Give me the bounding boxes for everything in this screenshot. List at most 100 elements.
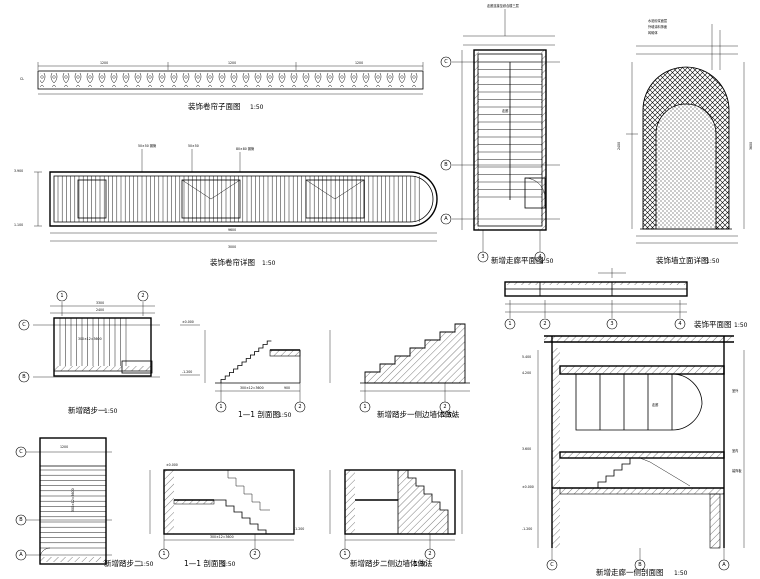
railing-plan-dim-3: 1200 bbox=[355, 61, 363, 65]
railing-dim-2: 3000 bbox=[228, 245, 236, 249]
svg-text:4: 4 bbox=[678, 321, 681, 327]
wall-dim-1: 2400 bbox=[617, 142, 621, 150]
corridor-sec-title: 新增走廊一侧剖面图 bbox=[596, 567, 664, 577]
svg-text:1: 1 bbox=[60, 293, 63, 299]
stair2-sec-level-low: -1.200 bbox=[294, 527, 304, 531]
svg-text:2: 2 bbox=[141, 293, 144, 299]
corridor-axis-3: 3 bbox=[477, 251, 489, 263]
railing-plan-dim-1: 1200 bbox=[100, 61, 108, 65]
svg-text:A: A bbox=[19, 552, 23, 558]
corridor-level-1: 5.400 bbox=[522, 355, 531, 359]
svg-text:3: 3 bbox=[481, 254, 484, 260]
stair1-dim-1: 3300 bbox=[96, 301, 104, 305]
railing-note-2: 50×50 bbox=[188, 144, 199, 148]
svg-text:1: 1 bbox=[162, 551, 165, 557]
svg-text:CL: CL bbox=[20, 77, 24, 81]
stair1-sec-scale: 1:50 bbox=[278, 412, 292, 419]
corridor-room-label: 走廊 bbox=[502, 108, 509, 113]
stair1-wall-axis-2: 2 bbox=[439, 401, 451, 413]
stair1-axis-b: B bbox=[18, 371, 30, 383]
decor-elev-axis-1: 1 bbox=[504, 318, 516, 330]
stair2-axis-c: C bbox=[15, 446, 27, 458]
corridor-top-note: 走廊连接至综合楼三层 bbox=[487, 3, 519, 8]
svg-text:2: 2 bbox=[543, 321, 546, 327]
corridor-level-3: 3.600 bbox=[522, 447, 531, 451]
stair1-plan-scale: 1:50 bbox=[104, 408, 118, 415]
stair1-wall-drawing: 1 2 新增踏步一侧边墙体做法 1:50 bbox=[329, 323, 470, 419]
corridor-level-5: -1.200 bbox=[522, 527, 532, 531]
corridor-sec-label-1: 走廊 bbox=[652, 402, 659, 407]
decor-elev-axis-4: 4 bbox=[674, 318, 686, 330]
corridor-level-2: 4.200 bbox=[522, 371, 531, 375]
arch-wall-drawing: 水泥砂浆面层 外墙涂料饰面 砖砌体 2400 3600 装饰墙立面详图 1:50 bbox=[617, 18, 753, 265]
arch-wall-title: 装饰墙立面详图 bbox=[656, 255, 709, 265]
corridor-plan-drawing: 走廊连接至综合楼三层 走廊 C B A 3 4 新增走廊平面图 1:50 bbox=[440, 3, 560, 265]
svg-text:2: 2 bbox=[428, 551, 431, 557]
stair1-axis-2: 2 bbox=[137, 290, 149, 302]
svg-text:C: C bbox=[550, 562, 554, 568]
stair2-wall-scale: 1:50 bbox=[414, 561, 428, 568]
decor-elev-title: 装饰平面图 bbox=[694, 319, 732, 329]
stair1-wall-title: 新增踏步一侧边墙体做法 bbox=[377, 409, 460, 419]
corridor-plan-title: 新增走廊平面图 bbox=[491, 255, 544, 265]
stair2-wall-drawing: 1 2 新增踏步二侧边墙体做法 1:50 bbox=[329, 469, 463, 568]
svg-text:2: 2 bbox=[298, 404, 301, 410]
svg-text:B: B bbox=[22, 374, 26, 380]
stair1-sec-dim-run: 300×12=3600 bbox=[240, 386, 264, 390]
corridor-axis-b: B bbox=[440, 159, 452, 171]
corridor-sec-label-2: 室外 bbox=[732, 388, 739, 393]
stair1-axis-1: 1 bbox=[56, 290, 68, 302]
svg-text:2: 2 bbox=[443, 404, 446, 410]
stair1-wall-axis-1: 1 bbox=[359, 401, 371, 413]
stair2-sec-title: 1—1 剖面图 bbox=[184, 558, 226, 568]
stair1-dim-2: 2400 bbox=[96, 308, 104, 312]
svg-text:A: A bbox=[722, 562, 726, 568]
svg-text:C: C bbox=[444, 59, 448, 65]
stair1-plan-drawing: 3300 2400 1 2 300×12=3600 C B 新增踏步一 1:50 bbox=[18, 290, 160, 415]
stair1-sec-dim-2: 900 bbox=[284, 386, 290, 390]
stair1-sec-level-low: -1.200 bbox=[182, 370, 192, 374]
svg-text:B: B bbox=[444, 162, 448, 168]
railing-detail-title: 装饰卷帘详图 bbox=[210, 257, 255, 267]
stair2-sec-axis-2: 2 bbox=[249, 548, 261, 560]
svg-text:1: 1 bbox=[363, 404, 366, 410]
decor-elev-scale: 1:50 bbox=[734, 322, 748, 329]
corridor-sec-label-4: 装饰板 bbox=[732, 468, 742, 473]
svg-text:C: C bbox=[22, 322, 26, 328]
corridor-sec-label-3: 室内 bbox=[732, 448, 738, 453]
wall-note-2: 外墙涂料饰面 bbox=[648, 24, 667, 29]
wall-note-1: 水泥砂浆面层 bbox=[648, 18, 667, 23]
stair2-section-drawing: ±0.000 -1.200 300×12=3600 1 2 1—1 剖面图 1:… bbox=[149, 463, 304, 568]
corridor-plan-scale: 1:50 bbox=[540, 258, 554, 265]
railing-dim-total: 9600 bbox=[228, 228, 236, 232]
svg-text:C: C bbox=[19, 449, 23, 455]
corridor-section-drawing: 走廊 室外 室内 装饰板 5.400 4.200 3.600 ±0.000 -1… bbox=[522, 335, 745, 577]
wall-dim-2: 3600 bbox=[749, 142, 753, 150]
corridor-axis-c: C bbox=[440, 56, 452, 68]
stair2-sec-dim-run: 300×12=3600 bbox=[210, 535, 234, 539]
svg-text:1: 1 bbox=[343, 551, 346, 557]
svg-text:B: B bbox=[638, 562, 642, 568]
stair2-wall-axis-2: 2 bbox=[424, 548, 436, 560]
stair2-sec-level-top: ±0.000 bbox=[166, 463, 178, 467]
svg-text:1: 1 bbox=[508, 321, 511, 327]
stair2-wall-title: 新增踏步二侧边墙体做法 bbox=[350, 558, 433, 568]
stair1-axis-c: C bbox=[18, 319, 30, 331]
stair2-plan-scale: 1:50 bbox=[140, 561, 154, 568]
stair2-axis-a: A bbox=[15, 549, 27, 561]
stair2-plan-title: 新增踏步二 bbox=[104, 558, 142, 568]
svg-text:A: A bbox=[444, 216, 448, 222]
arch-wall-scale: 1:50 bbox=[706, 258, 720, 265]
svg-text:3.900: 3.900 bbox=[14, 169, 23, 173]
corridor-sec-axis-c: C bbox=[546, 559, 558, 571]
stair2-plan-drawing: 1200 300×12=3600 C B A 新增踏步二 1:50 bbox=[15, 437, 154, 568]
stair1-dim-3: 300×12=3600 bbox=[78, 337, 102, 341]
stair1-sec-level-top: ±0.000 bbox=[182, 320, 194, 324]
railing-detail-drawing: 50×50 钢管 50×50 80×80 钢管 3.900 1.100 9600… bbox=[14, 143, 438, 267]
corridor-sec-axis-a: A bbox=[718, 559, 730, 571]
stair2-dim-2: 300×12=3600 bbox=[71, 488, 75, 512]
stair1-sec-title: 1—1 剖面图 bbox=[238, 409, 280, 419]
corridor-sec-axis-b: B bbox=[634, 559, 646, 571]
